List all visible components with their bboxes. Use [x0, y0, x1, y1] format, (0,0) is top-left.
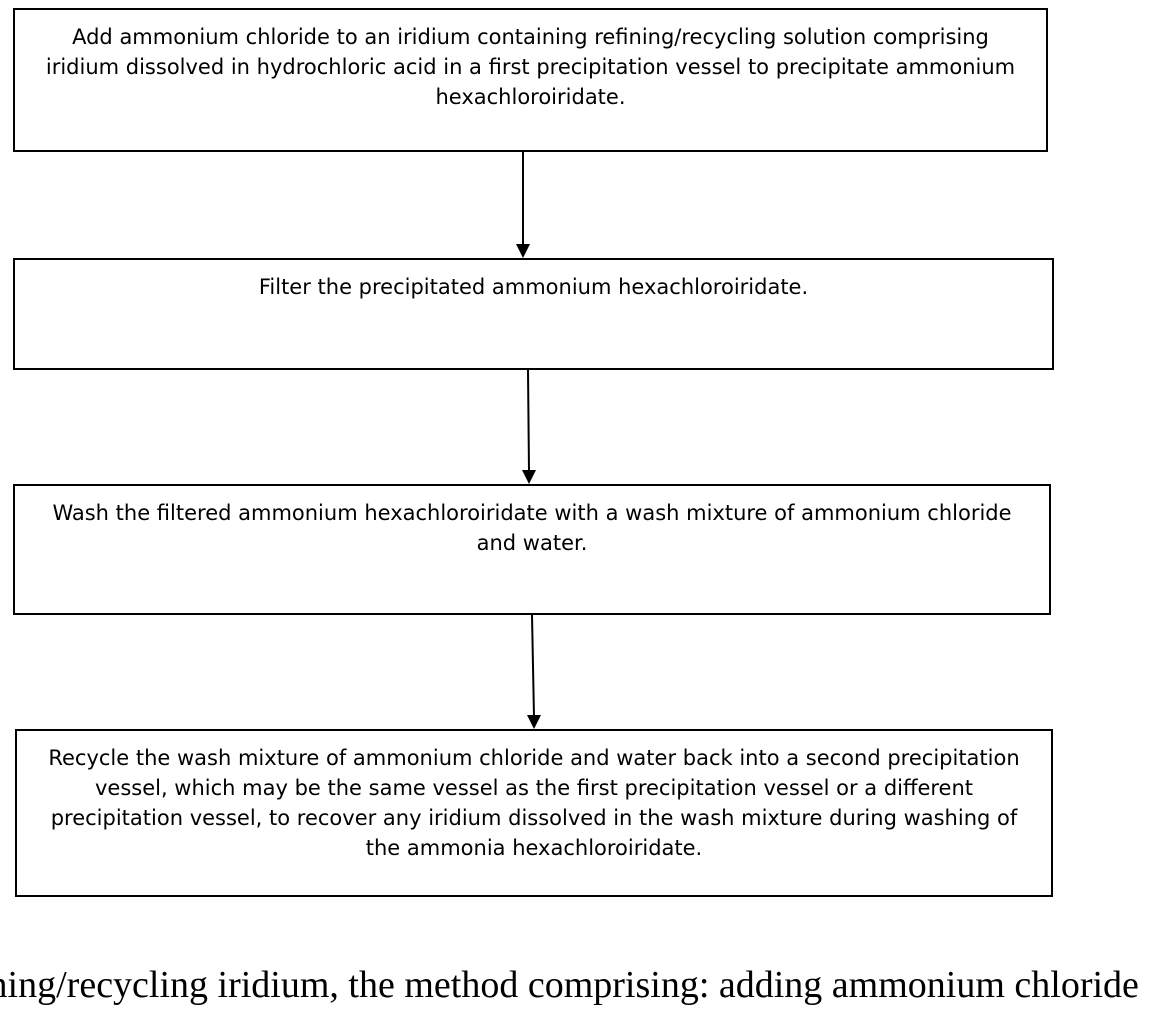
flow-step-1: Add ammonium chloride to an iridium cont…	[13, 8, 1048, 152]
flow-step-4-text: Recycle the wash mixture of ammonium chl…	[48, 746, 1019, 860]
arrow-2-to-3	[522, 370, 536, 484]
flow-step-4: Recycle the wash mixture of ammonium chl…	[15, 729, 1053, 897]
arrow-1-to-2	[516, 152, 530, 258]
arrow-1-to-2-head	[516, 244, 530, 258]
arrow-2-to-3-head	[522, 470, 536, 484]
caption-text-line: ining/recycling iridium, the method comp…	[0, 960, 1151, 1011]
arrow-3-to-4-head	[527, 715, 541, 729]
caption-text: ining/recycling iridium, the method comp…	[0, 960, 1139, 1010]
flow-step-3: Wash the filtered ammonium hexachloroiri…	[13, 484, 1051, 615]
arrow-2-to-3-shaft	[528, 370, 529, 472]
arrow-3-to-4-shaft	[532, 615, 534, 717]
arrow-3-to-4	[527, 615, 541, 729]
flow-step-2: Filter the precipitated ammonium hexachl…	[13, 258, 1054, 370]
flow-step-1-text: Add ammonium chloride to an iridium cont…	[46, 25, 1015, 109]
flow-step-3-text: Wash the filtered ammonium hexachloroiri…	[52, 501, 1011, 555]
flow-step-2-text: Filter the precipitated ammonium hexachl…	[259, 275, 808, 299]
